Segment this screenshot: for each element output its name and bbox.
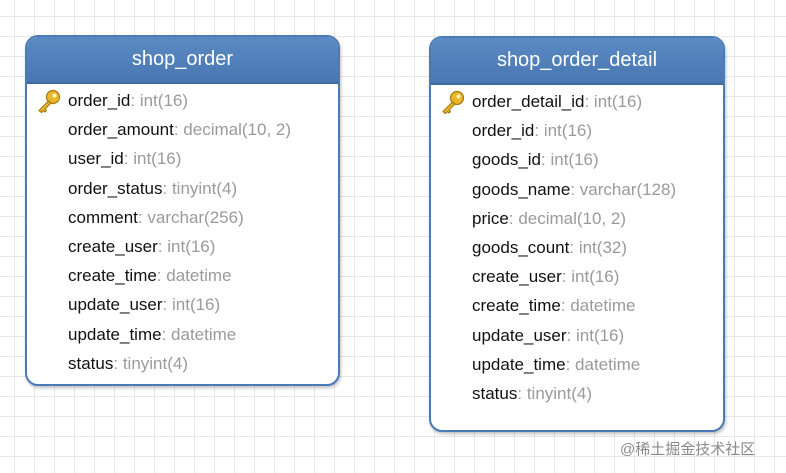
field-name: price [472, 208, 509, 228]
field-name: create_user [472, 267, 562, 287]
field-name: order_amount [68, 120, 174, 140]
key-icon [36, 89, 62, 114]
field-name: comment [68, 207, 138, 227]
field-name: create_user [68, 236, 158, 256]
field-type: varchar(256) [147, 207, 244, 227]
field-separator: : [162, 295, 172, 315]
field-name: order_id [472, 121, 535, 141]
field-separator: : [534, 121, 544, 141]
field-type: int(16) [550, 150, 599, 170]
field-type: varchar(128) [579, 179, 677, 199]
field-name: update_time [472, 354, 566, 374]
field-type: int(16) [167, 236, 216, 256]
field-list: order_id: int(16)order_amount: decimal(1… [27, 84, 338, 378]
field-name: order_status [68, 178, 163, 198]
entity-title: shop_order_detail [431, 38, 723, 85]
field-separator: : [123, 149, 134, 169]
field-row[interactable]: create_user: int(16) [27, 232, 338, 261]
field-row[interactable]: status: tinyint(4) [27, 349, 338, 378]
field-type: int(16) [575, 325, 625, 345]
field-type: tinyint(4) [171, 178, 238, 198]
field-row[interactable]: order_detail_id: int(16) [431, 87, 723, 116]
field-separator: : [113, 353, 123, 373]
field-row[interactable]: user_id: int(16) [27, 144, 338, 173]
field-separator: : [173, 120, 184, 140]
field-row[interactable]: update_user: int(16) [27, 290, 338, 319]
field-separator: : [584, 92, 594, 111]
field-type: datetime [575, 354, 641, 374]
field-name: order_id [68, 91, 131, 110]
field-row[interactable]: order_id: int(16) [27, 86, 338, 115]
field-row[interactable]: order_status: tinyint(4) [27, 174, 338, 203]
entity-shop-order-detail[interactable]: shop_order_detail order_detail_id: int(1… [429, 36, 725, 432]
field-name: create_time [68, 266, 157, 286]
field-list: order_detail_id: int(16)order_id: int(16… [431, 85, 723, 408]
field-row[interactable]: goods_count: int(32) [431, 233, 723, 262]
field-type: int(16) [543, 121, 593, 141]
field-separator: : [508, 208, 519, 228]
field-separator: : [137, 207, 148, 227]
key-icon [440, 90, 466, 115]
field-name: goods_count [472, 237, 570, 257]
field-type: tinyint(4) [122, 353, 188, 373]
field-separator: : [569, 237, 579, 257]
entity-title: shop_order [27, 37, 338, 84]
field-separator: : [157, 236, 168, 256]
field-type: int(16) [571, 267, 620, 287]
field-row[interactable]: price: decimal(10, 2) [431, 204, 723, 233]
field-name: status [472, 383, 518, 403]
field-row[interactable]: goods_id: int(16) [431, 145, 723, 174]
field-separator: : [156, 266, 167, 286]
field-type: datetime [166, 266, 232, 286]
field-type: int(16) [133, 149, 182, 169]
field-name: update_user [68, 295, 163, 315]
field-separator: : [570, 179, 580, 199]
field-separator: : [560, 296, 571, 316]
watermark: @稀土掘金技术社区 [620, 441, 756, 458]
field-type: int(32) [578, 237, 628, 257]
field-name: status [68, 353, 114, 373]
field-separator: : [541, 150, 551, 170]
field-separator: : [130, 91, 140, 110]
field-name: update_user [472, 325, 567, 345]
field-row[interactable]: update_user: int(16) [431, 321, 723, 350]
field-type: int(16) [593, 92, 643, 111]
field-row[interactable]: update_time: datetime [431, 350, 723, 379]
field-separator: : [566, 325, 576, 345]
field-row[interactable]: create_time: datetime [27, 261, 338, 290]
field-name: goods_name [472, 179, 571, 199]
field-type: int(16) [171, 295, 221, 315]
field-type: int(16) [139, 91, 189, 110]
field-type: datetime [171, 324, 237, 344]
field-type: decimal(10, 2) [518, 208, 627, 228]
entity-shop-order[interactable]: shop_order order_id: int(16)order_amount… [25, 35, 340, 386]
field-row[interactable]: comment: varchar(256) [27, 203, 338, 232]
field-row[interactable]: create_user: int(16) [431, 262, 723, 291]
field-name: goods_id [472, 150, 542, 170]
field-name: order_detail_id [472, 92, 585, 111]
field-name: user_id [68, 149, 124, 169]
field-type: tinyint(4) [526, 383, 592, 403]
field-separator: : [561, 267, 572, 287]
field-row[interactable]: create_time: datetime [431, 291, 723, 320]
field-type: datetime [570, 296, 636, 316]
field-row[interactable]: status: tinyint(4) [431, 379, 723, 408]
field-row[interactable]: order_amount: decimal(10, 2) [27, 115, 338, 144]
field-separator: : [162, 178, 172, 198]
field-separator: : [565, 354, 576, 374]
field-name: create_time [472, 296, 561, 316]
field-row[interactable]: update_time: datetime [27, 320, 338, 349]
field-name: update_time [68, 324, 162, 344]
field-separator: : [517, 383, 527, 403]
field-row[interactable]: goods_name: varchar(128) [431, 175, 723, 204]
field-separator: : [161, 324, 172, 344]
field-row[interactable]: order_id: int(16) [431, 116, 723, 145]
field-type: decimal(10, 2) [183, 120, 292, 140]
